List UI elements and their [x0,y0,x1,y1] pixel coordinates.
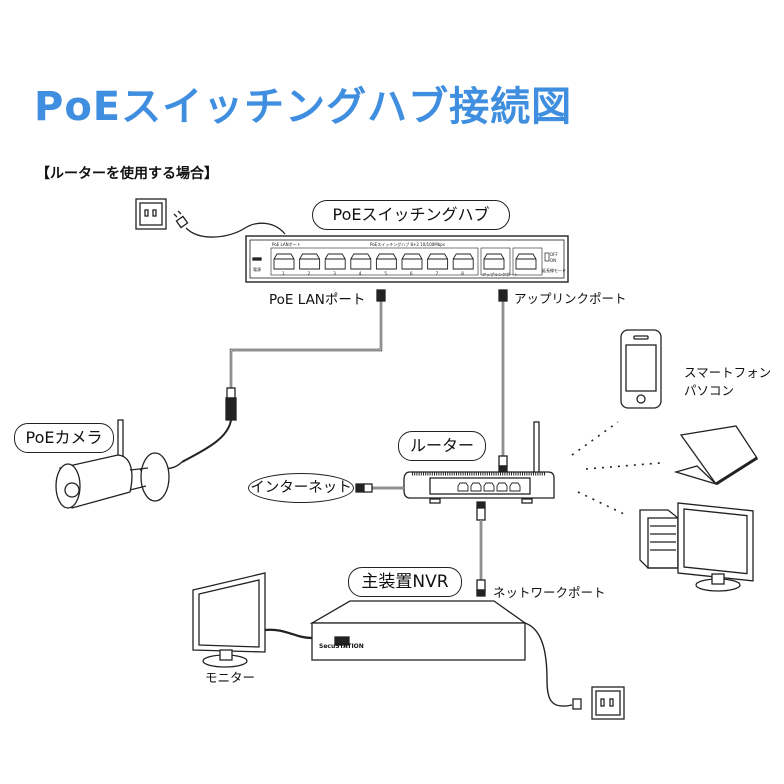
switch-power-label: 電源 [253,267,261,272]
rj45-connector-icon [498,289,508,302]
switch-port-number: 3 [333,271,336,276]
ethernet-port-icon [401,253,423,270]
switch-port-number: 7 [435,271,439,276]
nvr-logo-icon [334,636,350,646]
router-port-icon [483,482,495,492]
router-label: ルーター [398,431,486,461]
router-port-icon [509,482,521,492]
switch-uplink-group-label: アップリンクポート [482,272,518,277]
switch-port-number: 6 [410,271,413,276]
ethernet-port-icon [483,253,505,270]
switch-port-number: 8 [461,271,464,276]
switch-port-number: 5 [384,271,387,276]
ethernet-port-icon [350,253,372,270]
switch-on-label: ON [550,258,557,263]
desktop-pc-icon [639,502,754,592]
nvr-device [309,600,528,661]
pc-label: パソコン [684,383,735,398]
nvr-label: 主装置NVR [348,567,462,597]
poe-cable-to-camera [229,300,383,388]
rj45-connector-icon [376,289,386,302]
switch-label: PoEスイッチングハブ [312,200,510,230]
power-cable [185,222,286,238]
smartphone-icon [620,329,662,409]
smartphone-label: スマートフォン [684,365,772,380]
router-port-icon [470,482,482,492]
wall-outlet-icon [591,686,625,720]
router-device [403,421,555,504]
switch-port-number: 4 [358,271,362,276]
laptop-icon [673,425,758,486]
poe-camera-device [55,419,183,509]
wireless-signal-lines [571,421,661,515]
wall-outlet-icon [135,198,167,230]
switch-port-number: 1 [282,271,285,276]
nvr-brand-label: SecuSTATION [319,643,364,650]
monitor-icon [192,572,266,668]
router-port-icon [457,482,469,492]
ethernet-port-icon [515,253,537,270]
switch-off-label: OFF [550,252,558,257]
ethernet-port-icon [299,253,321,270]
router-port-icon [496,482,508,492]
uplink-port-label: アップリンクポート [514,291,627,306]
section-subtitle: 【ルーターを使用する場合】 [36,166,218,182]
network-port-label: ネットワークポート [493,585,606,600]
ethernet-port-icon [427,253,449,270]
switch-poe-group-label: PoE LANポート [272,242,301,247]
ethernet-port-icon [273,253,295,270]
monitor-label: モニター [205,670,256,685]
ethernet-port-icon [375,253,397,270]
poe-switch-device [245,235,569,283]
poe-lan-port-label: PoE LANポート [269,292,366,308]
switch-model-label: PoEスイッチングハブ 8+2 10/100Mbps [370,242,445,247]
ethernet-port-icon [324,253,346,270]
switch-mode-label: 延長線モード [542,268,566,273]
internet-label: インターネット [248,473,354,503]
ethernet-port-icon [452,253,474,270]
switch-port-number: 2 [307,271,311,276]
power-plug-icon [173,210,189,229]
page-title: PoEスイッチングハブ接続図 [34,84,573,130]
camera-label: PoEカメラ [14,423,114,453]
